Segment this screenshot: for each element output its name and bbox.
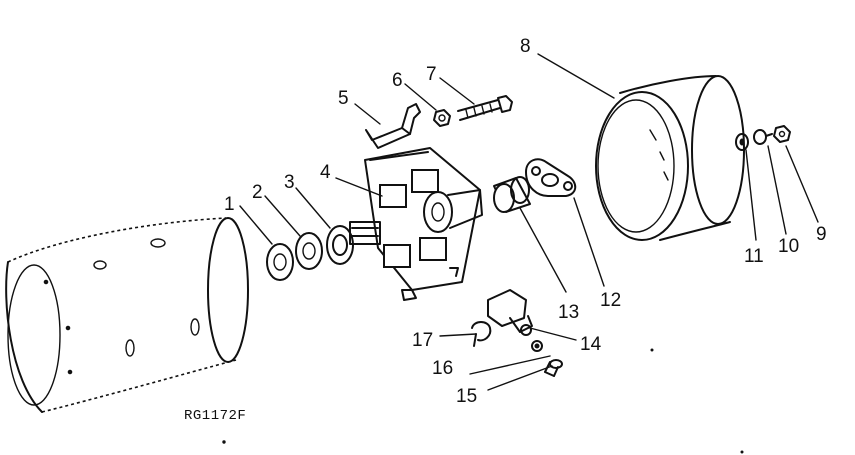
motor-frame — [5, 217, 249, 413]
callout-10: 10 — [778, 236, 799, 257]
callout-9: 9 — [816, 224, 827, 245]
callout-3: 3 — [284, 172, 295, 193]
callout-17: 17 — [412, 330, 433, 351]
callout-2: 2 — [252, 182, 263, 203]
lockwasher-10 — [753, 129, 773, 145]
terminal — [487, 289, 533, 336]
brush-plate-assembly — [349, 147, 483, 301]
callout-14: 14 — [580, 334, 602, 355]
callout-1: 1 — [224, 194, 235, 215]
leader-lines — [239, 53, 819, 391]
washer-11 — [735, 133, 749, 151]
callout-4: 4 — [320, 162, 331, 183]
callout-13: 13 — [558, 302, 579, 323]
nut — [433, 109, 451, 127]
lockwasher-16 — [531, 340, 543, 352]
scan-specks — [222, 348, 744, 454]
callout-15: 15 — [456, 386, 477, 407]
washer-1 — [266, 243, 294, 281]
bracket — [365, 103, 421, 149]
callout-6: 6 — [392, 70, 403, 91]
callout-8: 8 — [520, 36, 531, 57]
bushing — [493, 176, 531, 213]
washer-2 — [295, 232, 323, 270]
end-cover — [595, 75, 745, 241]
figure-reference: RG1172F — [184, 408, 246, 424]
clip — [471, 321, 492, 347]
callout-labels: 1 2 3 4 5 6 7 8 9 10 11 12 13 14 15 16 1… — [224, 36, 827, 407]
bolt — [457, 95, 513, 121]
callout-7: 7 — [426, 64, 437, 85]
callout-11: 11 — [744, 246, 764, 267]
callout-5: 5 — [338, 88, 349, 109]
nut-9 — [773, 125, 791, 143]
mounting-plate — [525, 158, 577, 197]
callout-12: 12 — [600, 290, 621, 311]
callout-16: 16 — [432, 358, 453, 379]
